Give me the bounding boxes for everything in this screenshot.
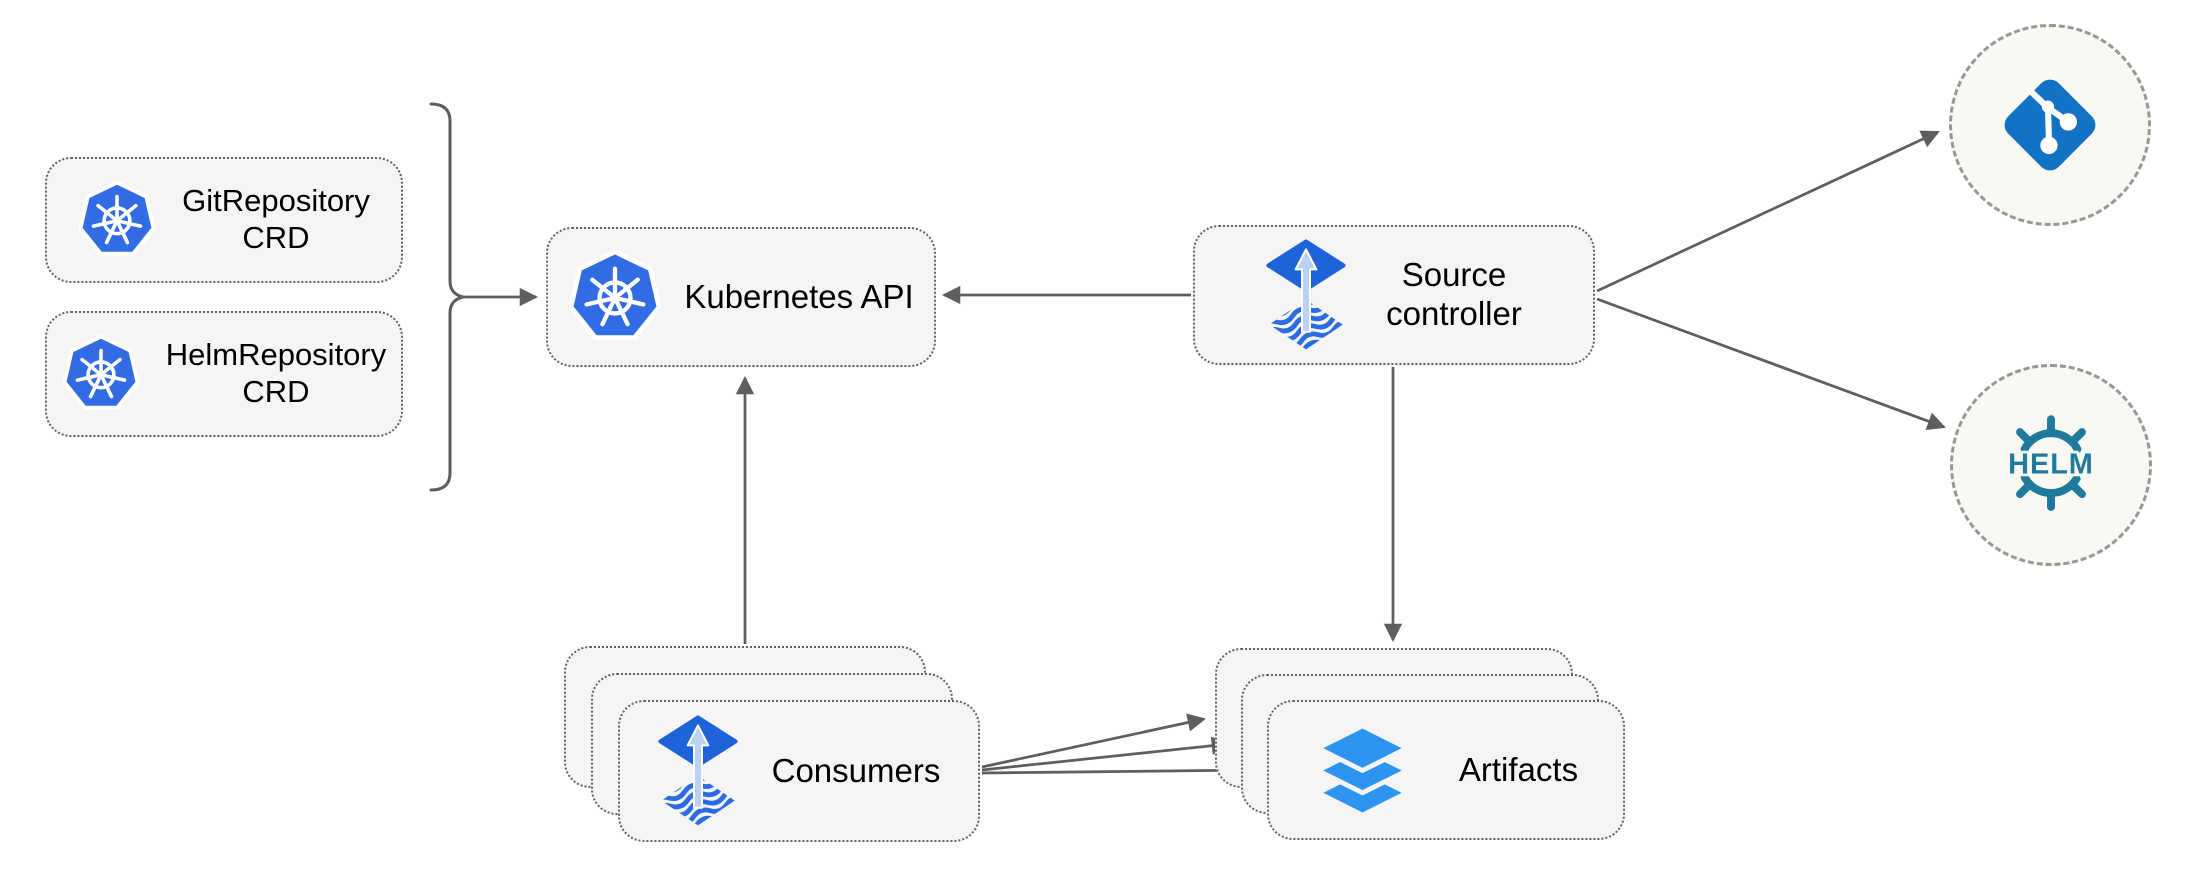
arrow-consumers-to-artifacts-2 — [981, 736, 1231, 772]
node-helm-repository-crd: HelmRepository CRD — [45, 311, 403, 437]
flux-icon — [1266, 239, 1346, 351]
layers-icon — [1314, 722, 1411, 819]
node-label: Artifacts — [1458, 750, 1579, 788]
node-label: Source controller — [1386, 256, 1522, 332]
node-label: GitRepository CRD — [182, 183, 370, 255]
kubernetes-icon — [568, 250, 662, 344]
arrow-source-controller-to-git — [1596, 130, 1940, 293]
arrow-consumers-to-artifacts-3 — [981, 761, 1257, 780]
node-label: Consumers — [771, 751, 941, 789]
arrow-source-controller-to-helm — [1596, 297, 1946, 430]
node-consumers: Consumers — [618, 700, 980, 842]
flux-icon — [658, 715, 738, 827]
kubernetes-icon — [78, 181, 156, 259]
endpoint-helm: HELM — [1950, 364, 2152, 566]
git-icon — [1999, 74, 2101, 176]
node-source-controller: Source controller — [1193, 225, 1595, 365]
node-git-repository-crd: GitRepository CRD — [45, 157, 403, 283]
node-kubernetes-api: Kubernetes API — [546, 227, 936, 367]
arrow-consumers-to-artifacts-1 — [981, 713, 1206, 769]
helm-wordmark: HELM — [2008, 448, 2094, 480]
node-label: Kubernetes API — [684, 277, 914, 315]
crd-group-brace — [429, 102, 464, 492]
kubernetes-icon — [62, 335, 140, 413]
endpoint-git — [1949, 24, 2151, 226]
helm-icon: HELM — [2005, 415, 2096, 511]
node-artifacts: Artifacts — [1267, 700, 1625, 840]
node-label: HelmRepository CRD — [165, 337, 387, 409]
